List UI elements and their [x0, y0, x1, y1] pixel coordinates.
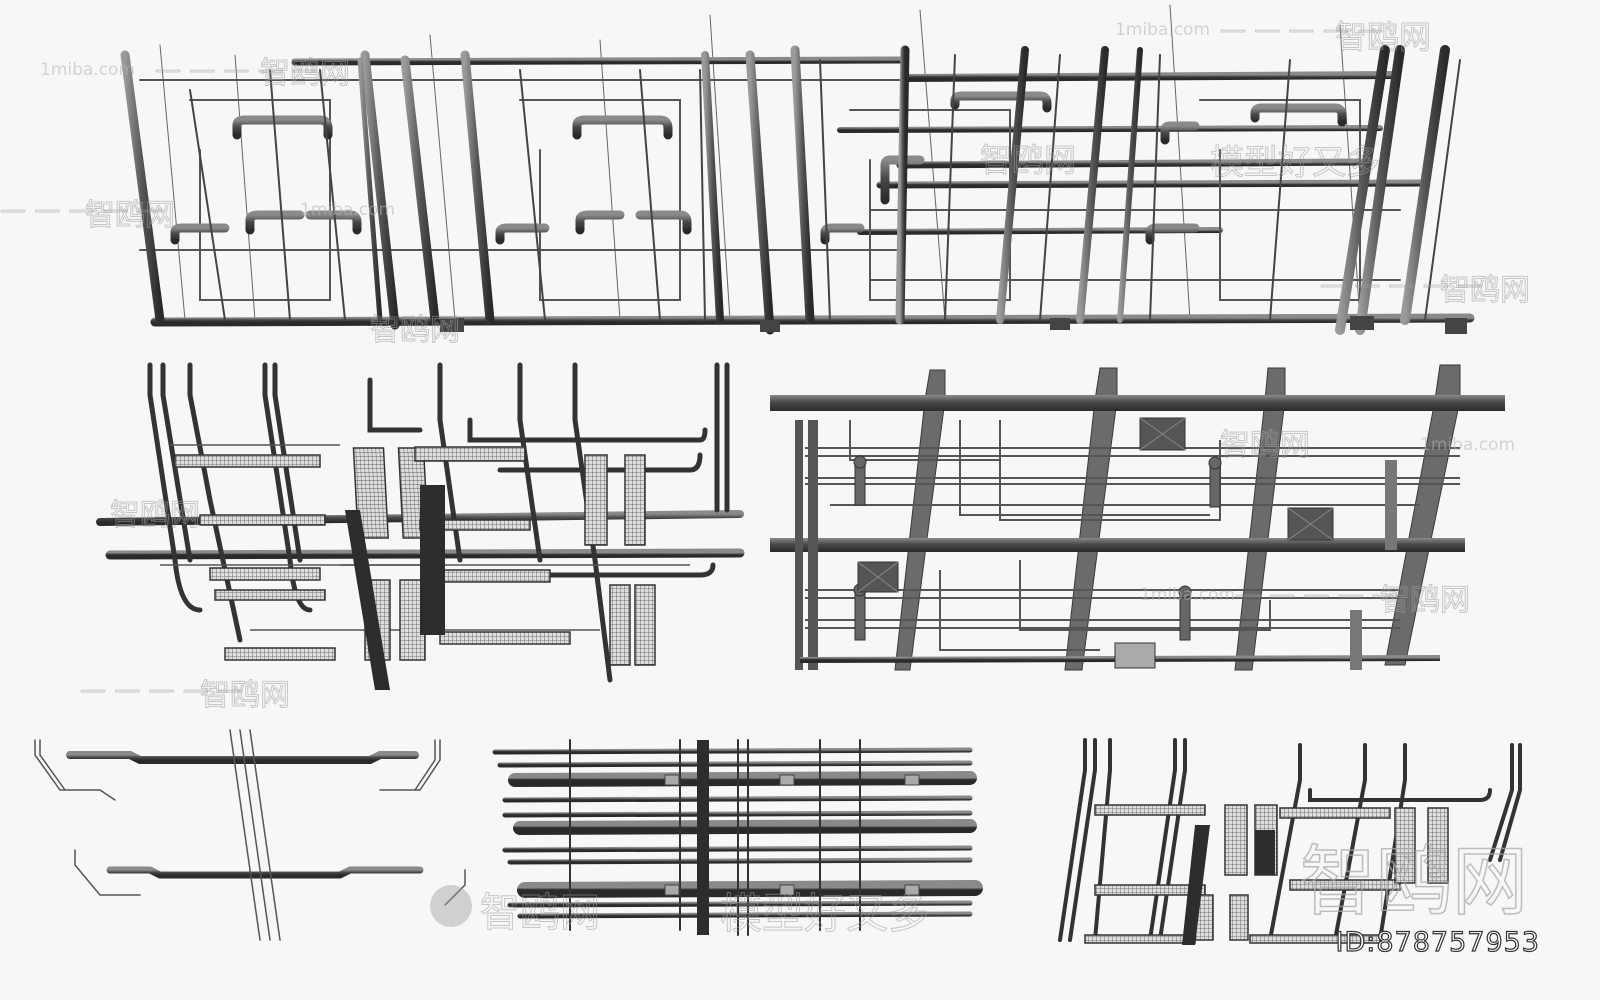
watermark-logo-icon: [430, 885, 472, 927]
image-id-label: ID:878757953: [1335, 926, 1540, 958]
bottom-right-cable-tray-rack: [1002, 738, 1546, 945]
watermark-site-text: 1miba.com: [1115, 20, 1211, 40]
top-pipe-rack: [120, 4, 1475, 335]
middle-right-beam-grid: [770, 364, 1505, 671]
watermark-site-text: 1miba.com: [300, 200, 396, 220]
watermark-site-text: 1miba.com: [40, 60, 136, 80]
watermark-site-text: 1miba.com: [1140, 585, 1236, 605]
bottom-left-duct-rack: [34, 729, 475, 941]
watermark-site-text: 1miba.com: [1420, 435, 1516, 455]
middle-left-cable-tray-rack: [65, 362, 752, 690]
bottom-center-duct-rack: [492, 739, 983, 936]
